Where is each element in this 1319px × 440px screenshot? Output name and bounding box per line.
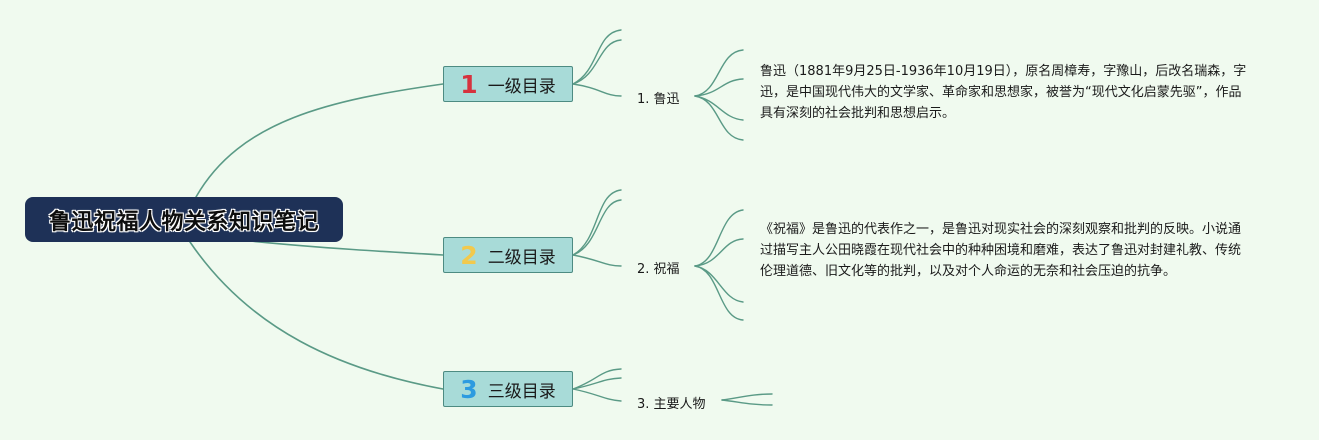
connector-sub-2-note xyxy=(694,238,744,267)
subtopic-1-label: 1. 鲁迅 xyxy=(637,92,680,107)
topic-level-2-label: 二级目录 xyxy=(487,247,556,268)
connector-sub-2-note xyxy=(694,209,744,267)
connector-sub-1-note xyxy=(694,78,744,97)
number-2-icon: 2 xyxy=(460,240,478,270)
connector-sub-1-note xyxy=(694,95,744,121)
connector-branch-3-fan xyxy=(572,368,622,390)
topic-level-2[interactable]: 2 二级目录 xyxy=(443,237,573,273)
note-1: 鲁迅（1881年9月25日-1936年10月19日），原名周樟寿，字豫山，后改名… xyxy=(760,61,1250,124)
note-2: 《祝福》是鲁迅的代表作之一，是鲁迅对现实社会的深刻观察和批判的反映。小说通过描写… xyxy=(760,219,1252,282)
topic-level-1[interactable]: 1 一级目录 xyxy=(443,66,573,102)
subtopic-2[interactable]: 2. 祝福 xyxy=(637,258,680,277)
connector-root-branch-1 xyxy=(195,83,444,198)
root-topic-label: 鲁迅祝福人物关系知识笔记 xyxy=(48,209,319,235)
connector-branch-2-fan xyxy=(572,189,622,256)
subtopic-3[interactable]: 3. 主要人物 xyxy=(637,393,706,412)
note-2-text: 《祝福》是鲁迅的代表作之一，是鲁迅对现实社会的深刻观察和批判的反映。小说通过描写… xyxy=(760,222,1242,279)
topic-level-3-label: 三级目录 xyxy=(487,381,556,402)
number-1-icon: 1 xyxy=(460,69,478,99)
connector-sub-1-note xyxy=(694,95,744,141)
subtopic-2-label: 2. 祝福 xyxy=(637,262,680,277)
connector-sub-2-note xyxy=(694,265,744,303)
connector-branch-1-fan xyxy=(572,39,622,85)
note-1-text: 鲁迅（1881年9月25日-1936年10月19日），原名周樟寿，字豫山，后改名… xyxy=(760,64,1247,121)
connector-root-branch-2 xyxy=(249,240,444,256)
root-topic[interactable]: 鲁迅祝福人物关系知识笔记 xyxy=(25,197,343,242)
connector-branch-2-fan xyxy=(572,254,622,267)
subtopic-3-label: 3. 主要人物 xyxy=(637,397,706,412)
connector-sub-3-fan xyxy=(721,399,773,406)
number-3-icon: 3 xyxy=(460,374,478,404)
connector-sub-2-note xyxy=(694,265,744,321)
connector-branch-1-fan xyxy=(572,83,622,97)
connector-branch-1-fan xyxy=(572,29,622,85)
topic-level-1-label: 一级目录 xyxy=(487,76,556,97)
connector-branch-3-fan xyxy=(572,388,622,402)
connector-sub-1-note xyxy=(694,49,744,97)
topic-level-3[interactable]: 3 三级目录 xyxy=(443,371,573,407)
connector-branch-3-fan xyxy=(572,377,622,390)
connector-root-branch-3 xyxy=(189,241,444,390)
connector-branch-2-fan xyxy=(572,199,622,256)
subtopic-1[interactable]: 1. 鲁迅 xyxy=(637,88,680,107)
connector-sub-3-fan xyxy=(721,393,773,401)
